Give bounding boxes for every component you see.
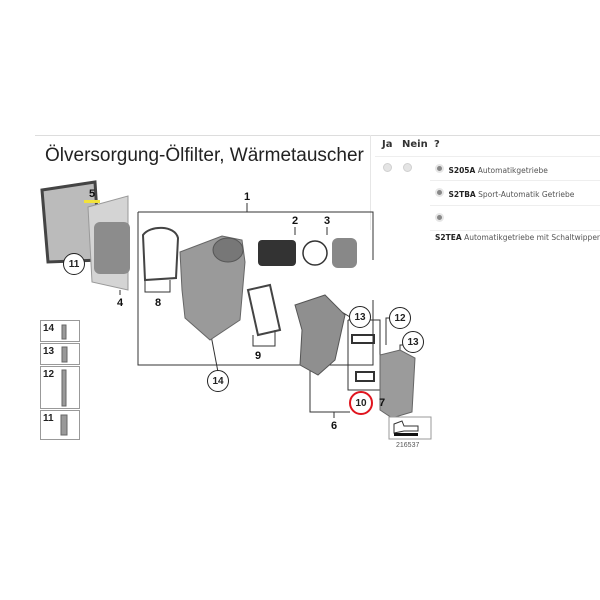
housing-port <box>212 237 244 263</box>
radio-unknown[interactable] <box>435 164 444 174</box>
callout-14[interactable]: 14 <box>207 370 229 392</box>
callout-1[interactable]: 1 <box>243 191 251 203</box>
callout-11[interactable]: 11 <box>63 253 85 275</box>
callout-9[interactable]: 9 <box>254 350 262 362</box>
gasket-8-part <box>141 226 180 282</box>
bolt-row-11[interactable]: 11 <box>40 410 80 440</box>
option-code: S2TEA <box>435 233 462 242</box>
row-divider <box>430 180 600 181</box>
option-label: Automatikgetriebe <box>477 166 548 175</box>
callout-6[interactable]: 6 <box>330 420 338 432</box>
radio-no[interactable] <box>403 163 412 172</box>
o-ring-part <box>302 240 328 266</box>
col-yes: Ja <box>382 139 393 150</box>
option-row[interactable]: S2TBA Sport-Automatik Getriebe <box>435 184 574 202</box>
option-row[interactable]: S205A Automatikgetriebe <box>435 160 548 178</box>
bolt-row-14[interactable]: 14 <box>40 320 80 342</box>
filter-cap-part <box>332 238 357 268</box>
row-divider <box>430 230 600 231</box>
bolt-parts <box>60 324 68 436</box>
oil-module-part <box>294 294 346 376</box>
gasket-10-part <box>351 334 375 382</box>
image-number: 216537 <box>396 442 420 449</box>
row-divider <box>430 205 600 206</box>
bolt-row-13[interactable]: 13 <box>40 343 80 365</box>
col-unknown: ? <box>434 139 440 150</box>
callout-7[interactable]: 7 <box>378 397 386 409</box>
gasket-9-part <box>246 283 282 337</box>
callout-13[interactable]: 13 <box>402 331 424 353</box>
callout-13[interactable]: 13 <box>349 306 371 328</box>
col-no: Nein <box>402 139 428 150</box>
option-row[interactable]: S2TEA Automatikgetriebe mit Schaltwippen <box>435 209 600 245</box>
callout-3[interactable]: 3 <box>323 215 331 227</box>
options-divider <box>370 135 371 230</box>
highlight-underline <box>84 200 100 203</box>
radio-yes[interactable] <box>383 163 392 172</box>
heat-exchanger-part <box>94 222 130 274</box>
bolt-row-12[interactable]: 12 <box>40 366 80 409</box>
option-code: S205A <box>448 166 476 175</box>
callout-8[interactable]: 8 <box>154 297 162 309</box>
top-divider <box>35 135 600 136</box>
option-label: Automatikgetriebe mit Schaltwippen <box>464 233 600 242</box>
header-divider <box>375 156 600 157</box>
option-label: Sport-Automatik Getriebe <box>478 190 575 199</box>
callout-12[interactable]: 12 <box>389 307 411 329</box>
option-code: S2TBA <box>448 190 476 199</box>
callout-10-highlighted[interactable]: 10 <box>349 391 373 415</box>
oil-cooler-part <box>379 349 416 419</box>
oil-filter-part <box>258 240 296 266</box>
callout-2[interactable]: 2 <box>291 215 299 227</box>
callout-5[interactable]: 5 <box>88 188 96 200</box>
arrow-icon <box>393 420 419 434</box>
page-title: Ölversorgung-Ölfilter, Wärmetauscher <box>45 145 364 166</box>
radio-unknown[interactable] <box>435 188 444 198</box>
callout-4[interactable]: 4 <box>116 297 124 309</box>
radio-unknown[interactable] <box>435 213 444 223</box>
arrow-base <box>394 433 418 436</box>
